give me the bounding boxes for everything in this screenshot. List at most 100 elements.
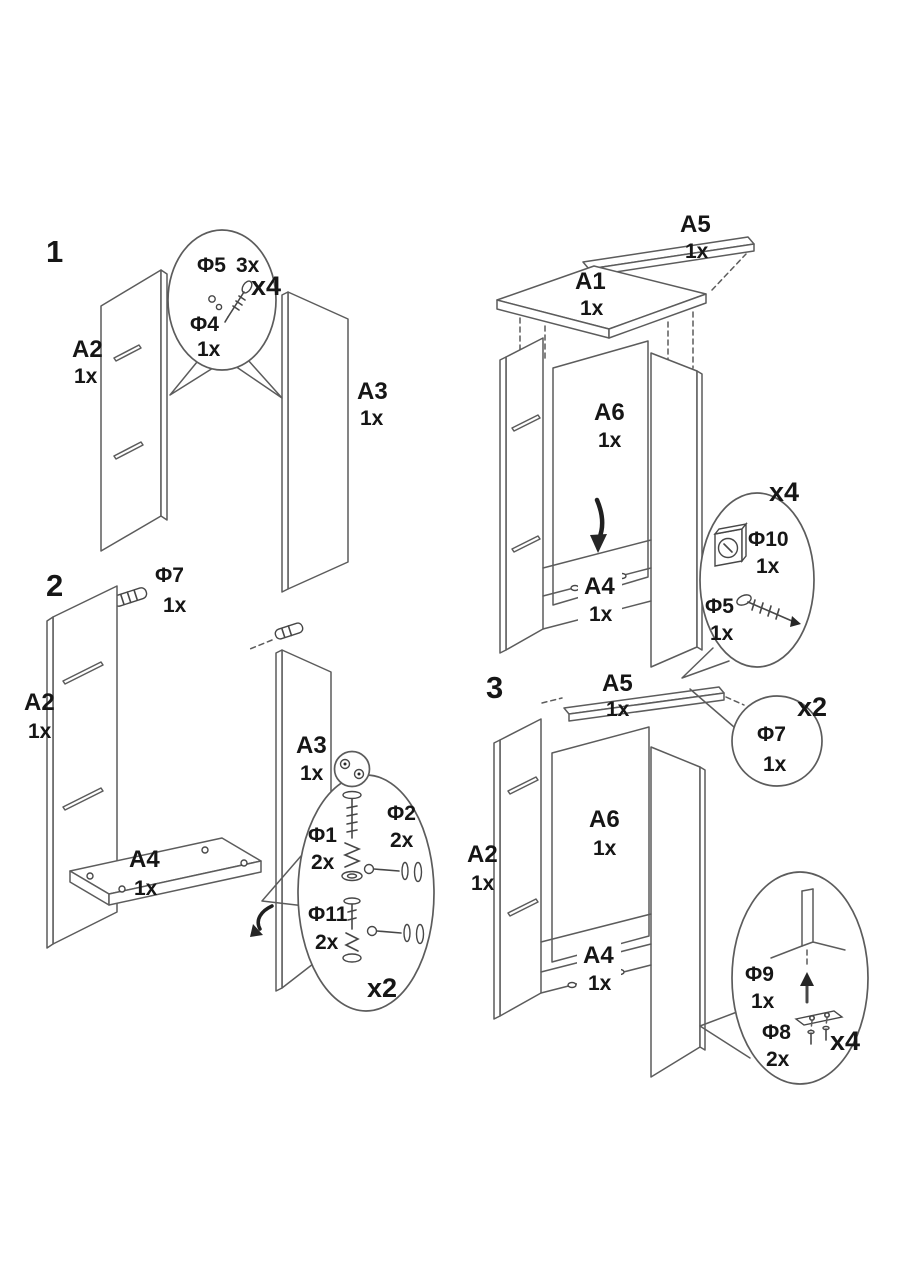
panel-a2-step3 bbox=[493, 718, 542, 1020]
step1-a2-label: A2 bbox=[72, 336, 103, 363]
callout-pointer bbox=[689, 688, 735, 728]
runner-mark bbox=[507, 776, 539, 795]
left-side-panel bbox=[499, 337, 544, 654]
panel-face bbox=[100, 269, 162, 552]
step2-a4-label: A4 bbox=[129, 846, 160, 873]
panel-face bbox=[499, 718, 542, 1017]
dowel-icon bbox=[274, 622, 304, 640]
assembly-phi5-qty: 1x bbox=[710, 622, 734, 645]
step2-number: 2 bbox=[46, 568, 63, 603]
step1-phi5-qty: 3x bbox=[236, 254, 260, 277]
step-1: 1 A2 1x A3 1x Φ5 3x bbox=[46, 229, 388, 593]
step-2: 2 Φ7 1x A2 1x A3 1x bbox=[24, 564, 435, 1012]
callout-bubble bbox=[167, 229, 277, 371]
step3-a2-label: A2 bbox=[467, 841, 498, 868]
panel-edge bbox=[608, 293, 707, 339]
assembly-callout: x4 Φ10 1x Φ5 1x bbox=[681, 477, 815, 679]
callout-tail bbox=[234, 359, 283, 399]
step2-phi11-qty: 2x bbox=[315, 931, 339, 954]
runner-mark bbox=[113, 344, 142, 362]
assembly-a5-qty: 1x bbox=[685, 240, 709, 263]
runner-mark bbox=[507, 898, 539, 917]
screw-icon bbox=[208, 280, 253, 323]
step2-phi1-label: Φ1 bbox=[308, 824, 337, 847]
step2-a4-qty: 1x bbox=[134, 877, 158, 900]
panel-edge bbox=[493, 739, 501, 1020]
step3-phi8-qty: 2x bbox=[766, 1048, 790, 1071]
step3-phi9-qty: 1x bbox=[751, 990, 775, 1013]
panel-edge bbox=[160, 269, 168, 521]
step3-phi7-multiplier: x2 bbox=[797, 692, 827, 722]
step2-phi11-label: Φ11 bbox=[308, 903, 348, 926]
runner-mark bbox=[62, 661, 104, 685]
rail-guide-line bbox=[725, 696, 745, 706]
assembly-a5-label: A5 bbox=[680, 211, 711, 238]
right-side-panel bbox=[650, 352, 703, 668]
assembly-a1-qty: 1x bbox=[580, 297, 604, 320]
step-3: 3 A5 1x Φ7 1x x2 A2 1x A6 1x bbox=[467, 670, 869, 1085]
cam-bolt-icon bbox=[366, 923, 425, 945]
panel-a2-step2 bbox=[46, 585, 118, 949]
panel-a1 bbox=[496, 265, 707, 339]
assembly-a6-label: A6 bbox=[594, 399, 625, 426]
screw-icon bbox=[736, 594, 801, 627]
step1-a3-label: A3 bbox=[357, 378, 388, 405]
cam-lock-icon bbox=[713, 522, 748, 567]
step3-phi8-label: Φ8 bbox=[762, 1021, 791, 1044]
step2-a2-label: A2 bbox=[24, 689, 55, 716]
screw-spring-icon bbox=[341, 790, 363, 882]
panel-edge bbox=[281, 291, 289, 593]
step3-a5-label: A5 bbox=[602, 670, 633, 697]
step3-a6-label: A6 bbox=[589, 806, 620, 833]
step1-a2-qty: 1x bbox=[74, 365, 98, 388]
bracket-icon bbox=[794, 1010, 844, 1045]
callout-tail bbox=[169, 361, 214, 396]
step2-a2-qty: 1x bbox=[28, 720, 52, 743]
step2-phi2-label: Φ2 bbox=[387, 802, 416, 825]
step3-number: 3 bbox=[486, 670, 503, 705]
panel-edge bbox=[499, 356, 507, 654]
runner-mark bbox=[511, 535, 541, 553]
step1-a3-qty: 1x bbox=[360, 407, 384, 430]
callout-tail bbox=[261, 855, 306, 907]
assembly-phi5-label: Φ5 bbox=[705, 595, 734, 618]
step2-phi2-qty: 2x bbox=[390, 829, 414, 852]
right-side-panel-step3 bbox=[650, 746, 706, 1078]
rail-guide-line bbox=[541, 697, 563, 704]
step3-a5-qty: 1x bbox=[606, 698, 630, 721]
screw-spring-icon bbox=[342, 897, 362, 963]
panel-face bbox=[505, 337, 544, 651]
cabinet-assembly: A5 1x A1 1x A6 1x bbox=[496, 211, 815, 679]
rail-guide-line bbox=[711, 253, 747, 291]
step2-phi7-label: Φ7 bbox=[155, 564, 184, 587]
cam-face-detail bbox=[333, 750, 371, 788]
step3-phi9-label: Φ9 bbox=[745, 963, 774, 986]
assembly-phi10-qty: 1x bbox=[756, 555, 780, 578]
panel-edge bbox=[696, 370, 703, 651]
panel-a6 bbox=[552, 340, 649, 606]
step1-phi4-qty: 1x bbox=[197, 338, 221, 361]
step2-phi7-qty: 1x bbox=[163, 594, 187, 617]
step3-phi7-label: Φ7 bbox=[757, 723, 786, 746]
corner-detail-icon bbox=[770, 888, 846, 969]
up-arrow-icon bbox=[800, 972, 814, 1004]
panel-a3-step1 bbox=[281, 291, 349, 593]
step3-a2-qty: 1x bbox=[471, 872, 495, 895]
step3-a4-qty: 1x bbox=[588, 972, 612, 995]
cam-bolt-icon bbox=[363, 861, 423, 883]
assembly-phi10-label: Φ10 bbox=[748, 528, 789, 551]
shelf-edge bbox=[108, 860, 262, 906]
step3-multiplier: x4 bbox=[830, 1026, 860, 1056]
runner-mark bbox=[62, 787, 104, 811]
step2-multiplier: x2 bbox=[367, 973, 397, 1003]
step1-phi5-label: Φ5 bbox=[197, 254, 226, 277]
assembly-a6-qty: 1x bbox=[598, 429, 622, 452]
step2-a3-qty: 1x bbox=[300, 762, 324, 785]
step2-phi1-qty: 2x bbox=[311, 851, 335, 874]
panel-edge bbox=[699, 766, 706, 1051]
panel-face bbox=[552, 340, 649, 606]
assembly-a4-label: A4 bbox=[584, 573, 615, 600]
callout-tail bbox=[681, 647, 730, 679]
